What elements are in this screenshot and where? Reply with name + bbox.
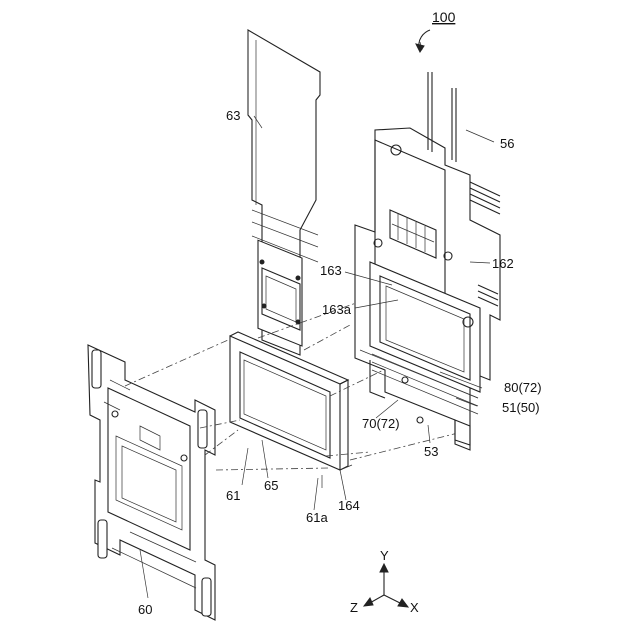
label-61: 61 <box>226 488 240 503</box>
base-plate-60 <box>88 345 215 620</box>
axis-z-label: Z <box>350 600 358 615</box>
label-100: 100 <box>432 9 456 25</box>
label-162: 162 <box>492 256 514 271</box>
holder-assembly-100 <box>355 72 500 450</box>
axis-y-label: Y <box>380 548 389 563</box>
label-80-72: 80(72) <box>504 380 542 395</box>
axis-x-label: X <box>410 600 419 615</box>
label-56: 56 <box>500 136 514 151</box>
label-163: 163 <box>320 263 342 278</box>
label-53: 53 <box>424 444 438 459</box>
label-61a: 61a <box>306 510 328 525</box>
label-60: 60 <box>138 602 152 617</box>
label-63: 63 <box>226 108 240 123</box>
label-65: 65 <box>264 478 278 493</box>
label-70-72: 70(72) <box>362 416 400 431</box>
label-163a: 163a <box>322 302 352 317</box>
label-51-50: 51(50) <box>502 400 540 415</box>
flex-cable-63 <box>248 30 320 355</box>
label-164: 164 <box>338 498 360 513</box>
arrow-100 <box>416 30 430 52</box>
coordinate-axes: Y X Z <box>350 548 419 615</box>
